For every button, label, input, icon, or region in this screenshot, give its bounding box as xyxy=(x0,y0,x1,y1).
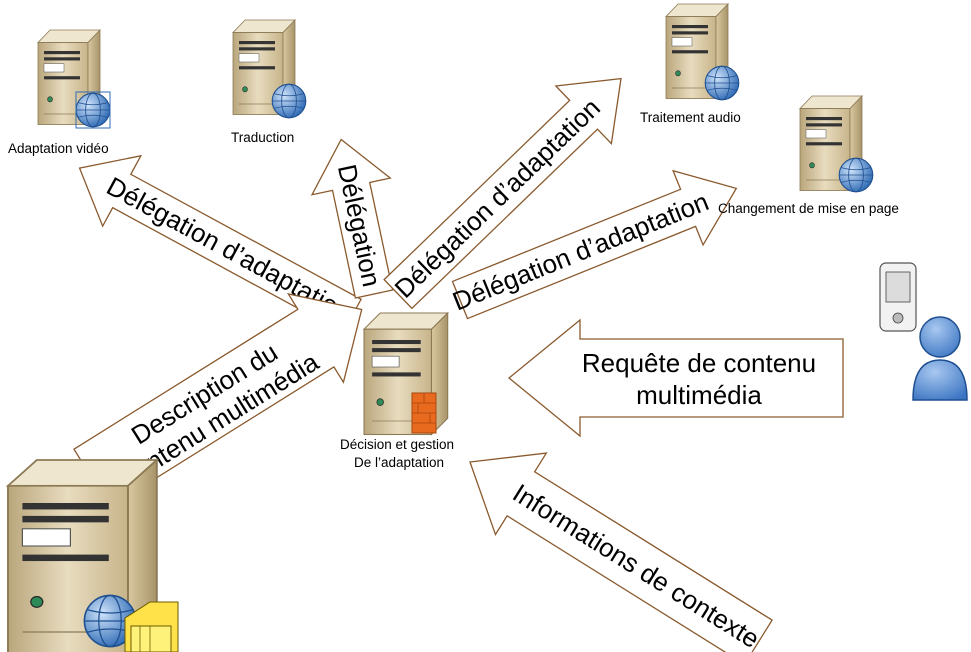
client-device-user xyxy=(879,262,968,401)
globe-icon xyxy=(75,92,111,128)
label-audio-processing: Traitement audio xyxy=(640,110,741,125)
folder-icon xyxy=(124,601,179,652)
globe-icon xyxy=(704,65,740,101)
arrow-label-request-line1: Requête de contenu xyxy=(582,348,816,378)
label-translation: Traduction xyxy=(231,130,294,145)
arrow-label-context: Informations de contexte xyxy=(508,478,765,652)
label-layout-change: Changement de mise en page xyxy=(718,201,899,216)
arrow-content-request: Requête de contenu multimédia xyxy=(507,318,844,438)
arrow-context-information: Informations de contexte xyxy=(469,452,774,652)
globe-icon xyxy=(838,157,874,193)
server-layout-change: Changement de mise en page xyxy=(718,95,899,216)
label-decision-line2: De l’adaptation xyxy=(354,455,444,470)
server-content-source xyxy=(6,458,179,652)
pda-icon xyxy=(879,262,917,332)
arrow-label-request-line2: multimédia xyxy=(636,380,762,410)
label-decision-line1: Décision et gestion xyxy=(340,437,454,452)
label-video-adaptation: Adaptation vidéo xyxy=(8,141,109,156)
server-video-adaptation: Adaptation vidéo xyxy=(8,29,111,156)
user-icon xyxy=(912,316,968,401)
arrow-delegation-translation: Délégation xyxy=(310,138,394,299)
server-translation: Traduction xyxy=(231,19,307,145)
firewall-icon xyxy=(411,392,437,434)
server-decision-management: Décision et gestion De l’adaptation xyxy=(340,312,454,470)
server-audio-processing: Traitement audio xyxy=(640,3,741,125)
globe-icon xyxy=(271,83,307,119)
arrow-delegation-layout: Délégation d’adaptation xyxy=(448,169,738,320)
